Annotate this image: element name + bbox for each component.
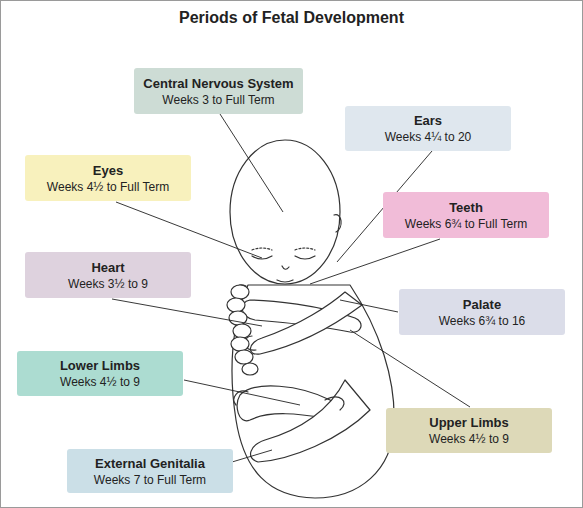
week-range: Weeks 6¾ to 16: [407, 313, 557, 329]
leader-line: [112, 299, 262, 326]
leader-line: [340, 300, 398, 312]
organ-name: Eyes: [33, 162, 183, 179]
organ-box: PalateWeeks 6¾ to 16: [399, 289, 565, 335]
organ-box: External GenitaliaWeeks 7 to Full Term: [67, 449, 233, 493]
week-range: Weeks 4½ to Full Term: [33, 179, 183, 195]
fetus-eye: [252, 256, 272, 259]
organ-box: Upper LimbsWeeks 4½ to 9: [386, 408, 552, 453]
fetus-eye: [295, 256, 315, 259]
week-range: Weeks 3½ to 9: [33, 276, 183, 292]
organ-box: EarsWeeks 4¼ to 20: [345, 106, 511, 151]
leader-line: [350, 330, 470, 407]
diagram-title: Periods of Fetal Development: [0, 9, 583, 27]
week-range: Weeks 4¼ to 20: [353, 129, 503, 145]
fetus-leg: [251, 380, 370, 462]
fetus-body: [232, 285, 394, 498]
week-range: Weeks 4½ to 9: [25, 374, 175, 390]
organ-name: Palate: [407, 296, 557, 313]
leader-line: [116, 202, 262, 258]
fetus-figure: [227, 140, 394, 498]
organ-name: External Genitalia: [75, 455, 225, 472]
leader-line: [232, 450, 272, 462]
organ-name: Ears: [353, 112, 503, 129]
organ-name: Heart: [33, 259, 183, 276]
organ-box: TeethWeeks 6¾ to Full Term: [383, 192, 549, 238]
organ-name: Central Nervous System: [142, 75, 295, 92]
organ-box: Central Nervous SystemWeeks 3 to Full Te…: [134, 68, 303, 114]
fetus-brow: [295, 248, 315, 250]
fetus-mouth: [277, 280, 293, 282]
fetus-head: [230, 140, 340, 284]
fetus-brow: [252, 248, 272, 250]
leader-line: [310, 239, 440, 284]
fetus-foot: [325, 397, 344, 410]
week-range: Weeks 7 to Full Term: [75, 472, 225, 488]
organ-name: Teeth: [391, 199, 541, 216]
organ-name: Lower Limbs: [25, 357, 175, 374]
organ-box: HeartWeeks 3½ to 9: [25, 252, 191, 298]
organ-box: Lower LimbsWeeks 4½ to 9: [17, 351, 183, 396]
leader-line: [184, 380, 300, 405]
week-range: Weeks 6¾ to Full Term: [391, 216, 541, 232]
fetus-nose: [282, 266, 289, 269]
umbilical-cord: [227, 285, 258, 375]
week-range: Weeks 3 to Full Term: [142, 92, 295, 108]
week-range: Weeks 4½ to 9: [394, 431, 544, 447]
fetus-ear: [334, 215, 341, 232]
organ-box: EyesWeeks 4½ to Full Term: [25, 155, 191, 201]
organ-name: Upper Limbs: [394, 414, 544, 431]
leader-line: [220, 114, 283, 212]
